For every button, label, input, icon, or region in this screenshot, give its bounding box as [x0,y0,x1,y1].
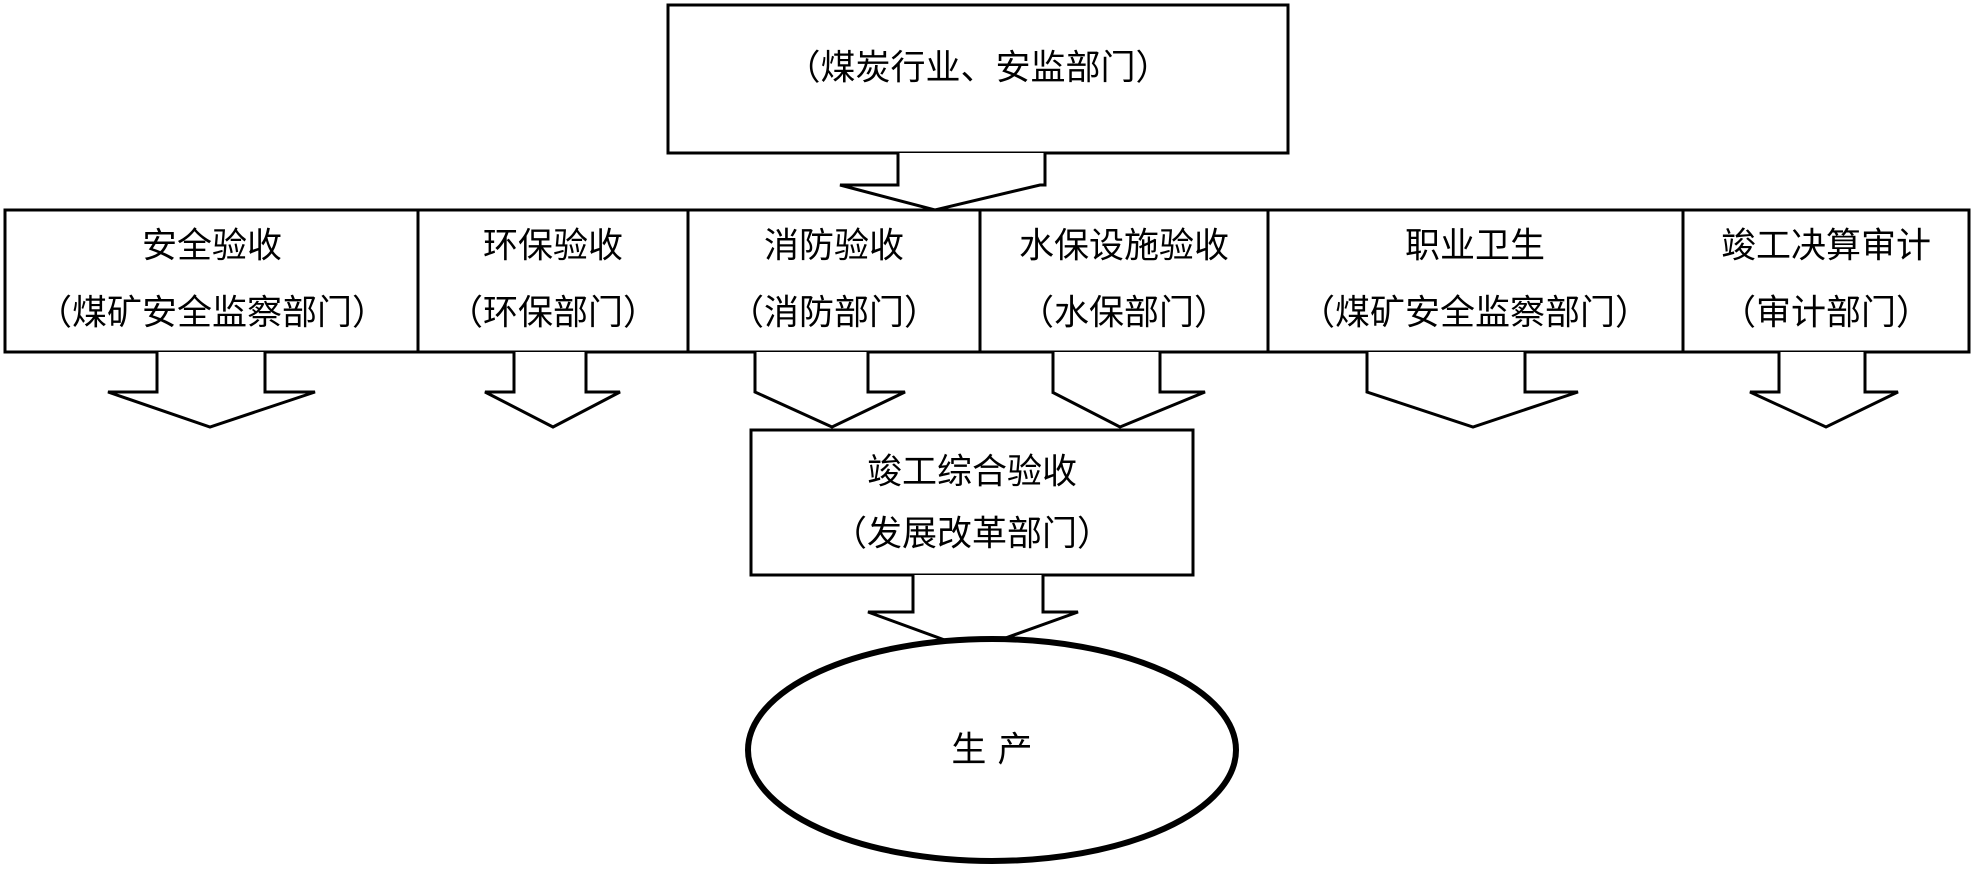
acceptance-title: 职业卫生 [1405,227,1545,267]
acceptance-title: 安全验收 [142,227,282,267]
acceptance-box-occupational-health: 职业卫生 （煤矿安全监察部门） [1266,208,1685,354]
acceptance-title: 水保设施验收 [1019,227,1229,267]
final-department: （发展改革部门） [832,515,1112,555]
acceptance-row: 安全验收 （煤矿安全监察部门） 环保验收 （环保部门） 消防验收 （消防部门） … [3,208,1971,354]
top-box-label: （煤炭行业、安监部门） [785,49,1170,89]
arrow-down-environment [484,352,621,429]
arrow-down-water [1051,352,1206,429]
arrow-down-occupational-health [1365,352,1579,429]
top-box: （煤炭行业、安监部门） [666,3,1290,155]
final-acceptance-box: 竣工综合验收 （发展改革部门） [749,428,1195,577]
acceptance-title: 环保验收 [483,227,623,267]
arrow-down-fire [753,352,906,429]
arrow-top-to-row [839,153,1047,212]
acceptance-box-fire: 消防验收 （消防部门） [686,208,982,354]
production-label: 生 产 [951,731,1032,771]
acceptance-department: （环保部门） [448,294,658,334]
acceptance-department: （审计部门） [1721,294,1931,334]
acceptance-box-audit: 竣工决算审计 （审计部门） [1681,208,1971,354]
acceptance-title: 竣工决算审计 [1721,227,1931,267]
final-title: 竣工综合验收 [867,453,1077,493]
acceptance-title: 消防验收 [764,227,904,267]
acceptance-box-water: 水保设施验收 （水保部门） [978,208,1270,354]
arrow-down-safety [107,352,316,429]
acceptance-department: （煤矿安全监察部门） [1300,294,1650,334]
acceptance-box-environment: 环保验收 （环保部门） [416,208,690,354]
acceptance-department: （水保部门） [1019,294,1229,334]
acceptance-department: （消防部门） [729,294,939,334]
acceptance-box-safety: 安全验收 （煤矿安全监察部门） [3,208,420,354]
row-down-arrows [107,352,1899,429]
acceptance-department: （煤矿安全监察部门） [37,294,387,334]
production-node: 生 产 [745,636,1239,864]
arrow-down-audit [1749,352,1899,429]
